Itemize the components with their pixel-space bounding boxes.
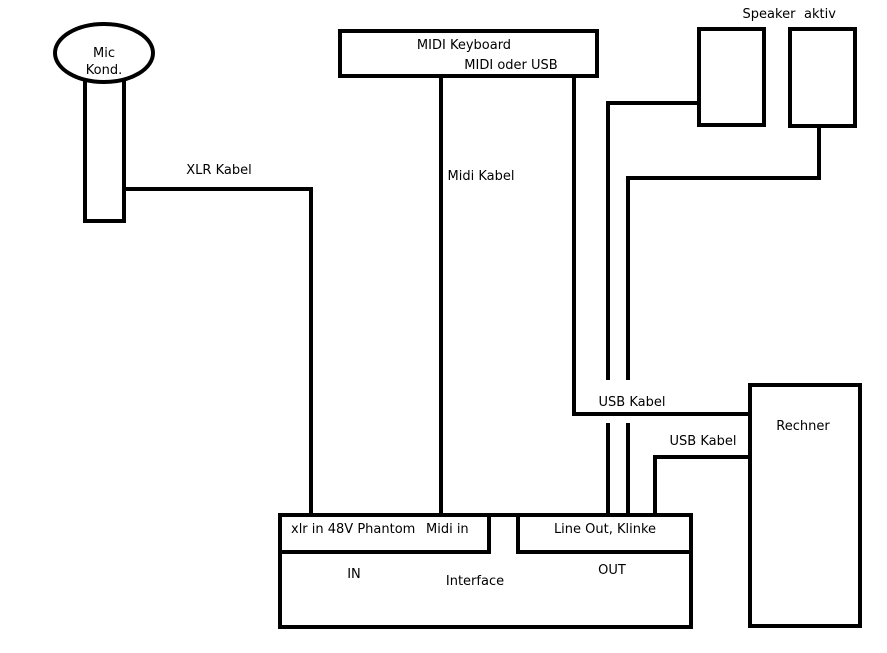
- interface-output-panel: [516, 513, 693, 554]
- interface-name-label: Interface: [446, 574, 504, 589]
- usb-cable-keyboard-label: USB Kabel: [599, 395, 666, 410]
- wires: [124, 77, 821, 515]
- usb-cable-keyboard: [572, 77, 750, 416]
- keyboard-title: MIDI Keyboard: [417, 38, 511, 53]
- speaker-cable-right-top: [626, 126, 821, 380]
- microphone: Mic Kond.: [53, 22, 155, 223]
- speaker-label: Speaker: [743, 7, 797, 22]
- interface-in-label: IN: [347, 567, 361, 582]
- mic-head: [53, 22, 155, 84]
- audio-interface: xlr in 48V Phantom Midi in Line Out, Kli…: [278, 513, 693, 629]
- line-out-label: Line Out, Klinke: [554, 522, 656, 537]
- xlr-cable-label: XLR Kabel: [186, 163, 251, 178]
- speaker-left: [697, 27, 766, 127]
- midi-keyboard: MIDI Keyboard MIDI oder USB: [338, 29, 599, 78]
- cable-labels: XLR Kabel Midi Kabel USB Kabel USB Kabel: [186, 163, 736, 449]
- speaker-right: [788, 27, 857, 128]
- computer-label: Rechner: [776, 419, 830, 434]
- mic-body: [83, 78, 126, 223]
- mic-label-line2: Kond.: [86, 63, 122, 78]
- midi-in-label: Midi in: [426, 522, 469, 537]
- interface-out-label: OUT: [598, 563, 626, 578]
- xlr-in-label: xlr in 48V Phantom: [291, 522, 415, 537]
- computer: Rechner: [748, 383, 862, 628]
- keyboard-subtitle: MIDI oder USB: [464, 58, 557, 73]
- speaker-aktiv-label: aktiv: [804, 7, 836, 22]
- computer-box: [748, 383, 862, 628]
- xlr-cable: [124, 187, 313, 515]
- speakers: Speaker aktiv: [697, 7, 857, 128]
- interface-input-panel: [278, 513, 491, 554]
- usb-cable-interface: [653, 455, 750, 515]
- keyboard-box: [338, 29, 599, 78]
- speaker-cable-left-top: [606, 101, 699, 380]
- mic-label-line1: Mic: [93, 46, 115, 61]
- usb-cable-interface-label: USB Kabel: [670, 434, 737, 449]
- midi-cable-label: Midi Kabel: [448, 169, 515, 184]
